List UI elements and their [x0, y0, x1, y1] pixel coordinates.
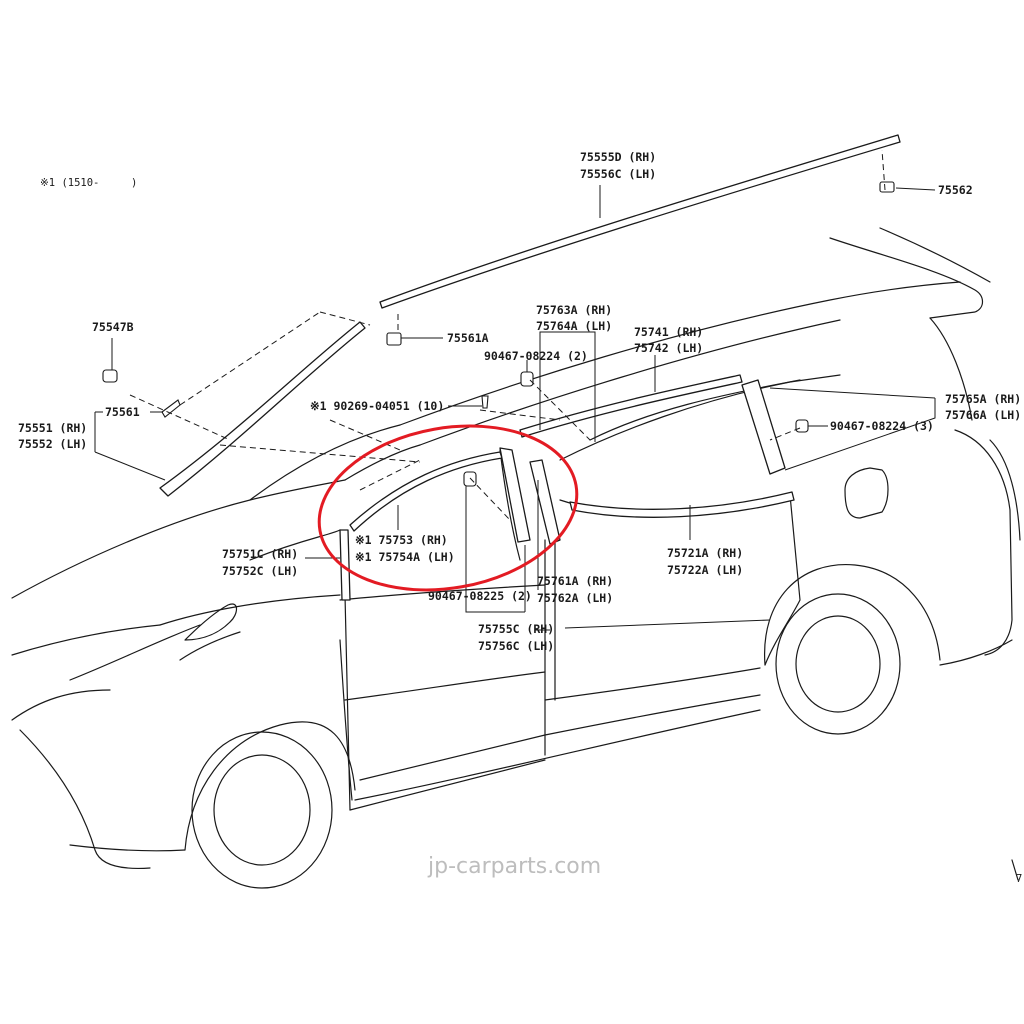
label-90269-04051: ※1 90269-04051 (10) — [310, 399, 444, 413]
label-90467-08224-three: 90467-08224 (3) — [830, 419, 934, 433]
label-75561: 75561 — [105, 405, 140, 419]
clip-75547b — [102, 369, 118, 383]
label-75561a: 75561A — [447, 331, 489, 345]
clip-75562 — [879, 181, 895, 193]
highlight-ellipse — [317, 424, 579, 592]
clip-90467-08224-b — [795, 419, 809, 433]
label-75552: 75552 (LH) — [18, 437, 87, 451]
screw-90269 — [481, 395, 489, 409]
label-90467-08224-two: 90467-08224 (2) — [484, 349, 588, 363]
label-75752c: 75752C (LH) — [222, 564, 298, 578]
label-75762a: 75762A (LH) — [537, 591, 613, 605]
label-75763a: 75763A (RH) — [536, 303, 612, 317]
label-75756c: 75756C (LH) — [478, 639, 554, 653]
label-75562: 75562 — [938, 183, 973, 197]
clip-90467-08224-a — [520, 371, 534, 387]
windshield-molding — [159, 321, 366, 497]
front-door-pillar-garnish — [499, 447, 561, 545]
roof-drip-molding — [379, 134, 901, 309]
label-75547b: 75547B — [92, 320, 134, 334]
belt-molding — [569, 491, 795, 518]
front-pillar-strip — [339, 529, 351, 601]
part-labels: ※1 (1510- ) 75555D (RH) 75556C (LH) 7556… — [18, 150, 1022, 885]
label-75766a: 75766A (LH) — [945, 408, 1021, 422]
label-75721a: 75721A (RH) — [667, 546, 743, 560]
watermark: jp-carparts.com — [427, 854, 601, 879]
label-75754a: ※1 75754A (LH) — [355, 550, 455, 564]
label-75722a: 75722A (LH) — [667, 563, 743, 577]
rear-pillar-garnish — [741, 379, 786, 475]
label-75755c: 75755C (RH) — [478, 622, 554, 636]
label-75741: 75741 (RH) — [634, 325, 703, 339]
label-corner-page: 7 — [1016, 873, 1022, 885]
clip-90467-08225 — [463, 471, 477, 487]
label-75742: 75742 (LH) — [634, 341, 703, 355]
clip-75561 — [161, 399, 181, 418]
vehicle-outline — [11, 227, 1021, 889]
label-75555d: 75555D (RH) — [580, 150, 656, 164]
label-75764a: 75764A (LH) — [536, 319, 612, 333]
roof-side-molding — [519, 374, 743, 438]
label-75761a: 75761A (RH) — [537, 574, 613, 588]
label-75556c: 75556C (LH) — [580, 167, 656, 181]
label-75765a: 75765A (RH) — [945, 392, 1021, 406]
leader-lines — [94, 185, 936, 631]
revision-note: ※1 (1510- ) — [40, 177, 137, 189]
label-75751c: 75751C (RH) — [222, 547, 298, 561]
label-75753: ※1 75753 (RH) — [355, 533, 448, 547]
clip-75561a — [386, 332, 402, 346]
label-75551: 75551 (RH) — [18, 421, 87, 435]
label-90467-08225: 90467-08225 (2) — [428, 589, 532, 603]
